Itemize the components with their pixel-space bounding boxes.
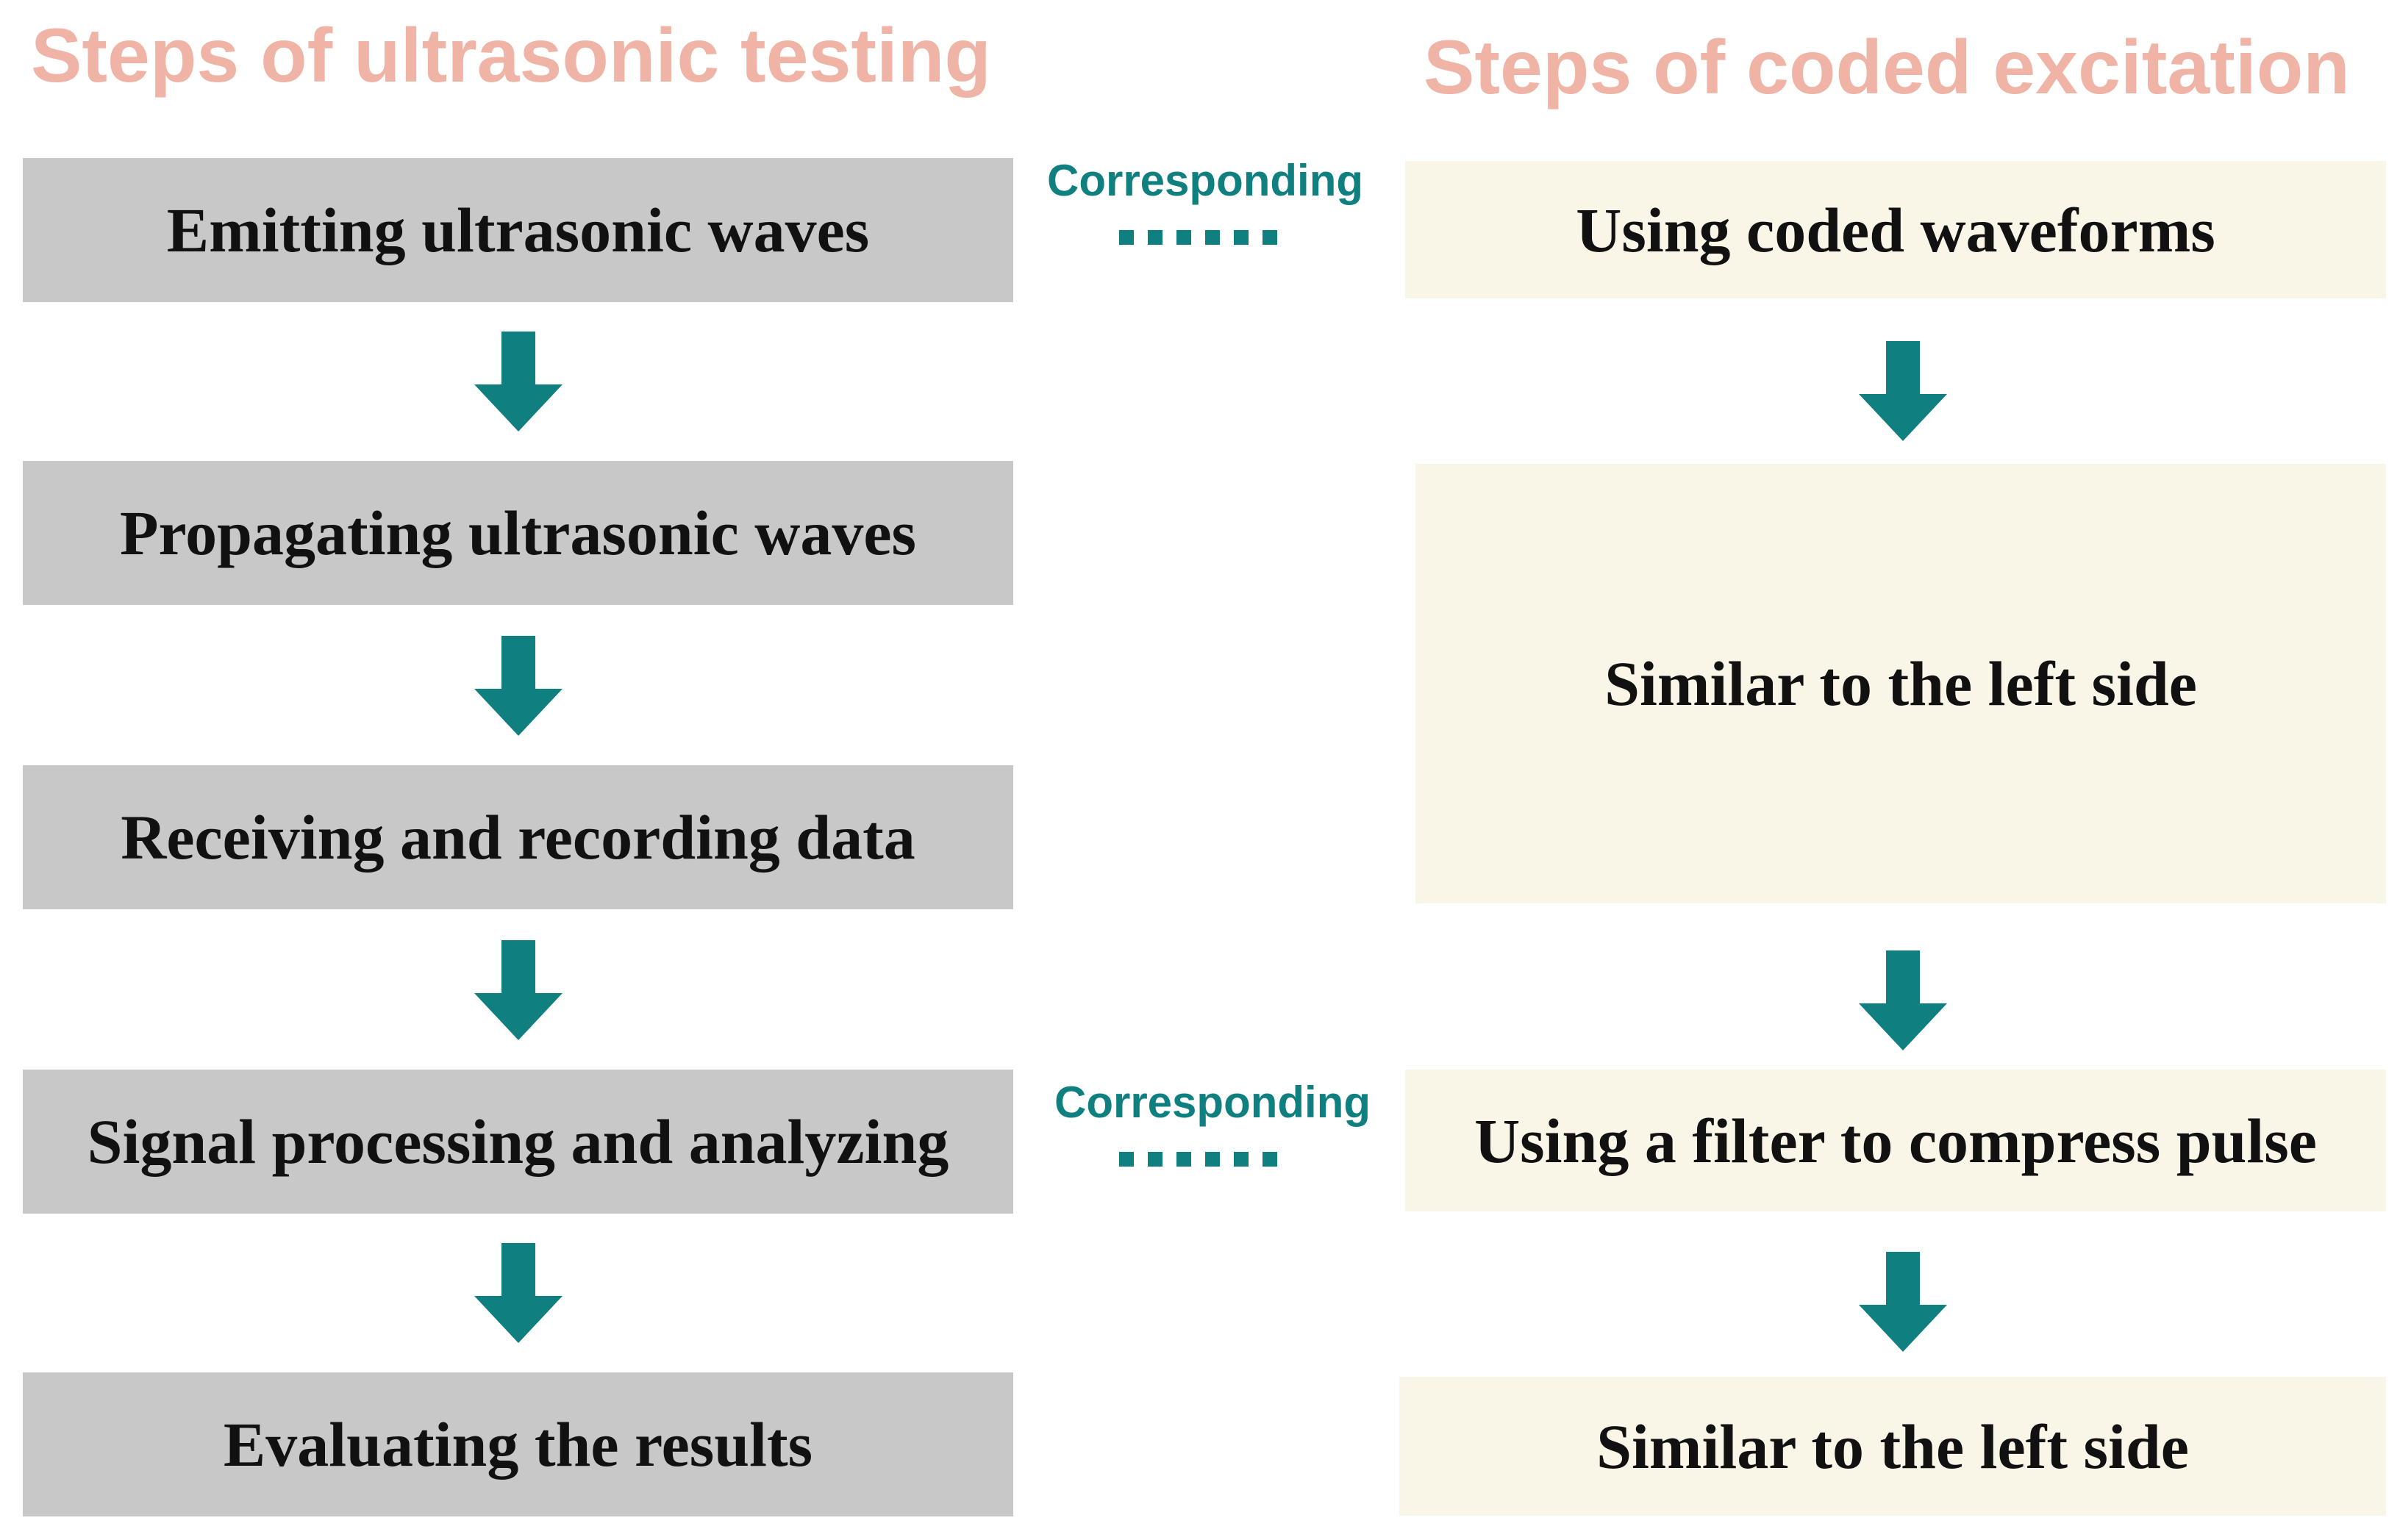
right-step-3: Using a filter to compress pulse xyxy=(1405,1070,2386,1211)
correspondence-label: Corresponding xyxy=(1047,156,1363,205)
left-step-1: Emitting ultrasonic waves xyxy=(23,158,1013,302)
right-step-4: Similar to the left side xyxy=(1399,1377,2386,1516)
left-column-title: Steps of ultrasonic testing xyxy=(31,13,991,99)
dotted-connector xyxy=(1119,1152,1277,1167)
left-step-2: Propagating ultrasonic waves xyxy=(23,461,1013,605)
correspondence-label: Corresponding xyxy=(1054,1078,1371,1127)
right-step-1: Using coded waveforms xyxy=(1405,161,2386,298)
down-arrow-icon xyxy=(1859,950,1947,1050)
down-arrow-icon xyxy=(1859,341,1947,441)
right-step-2: Similar to the left side xyxy=(1415,464,2386,903)
down-arrow-icon xyxy=(474,940,562,1040)
down-arrow-icon xyxy=(474,636,562,736)
dotted-connector xyxy=(1119,230,1277,245)
down-arrow-icon xyxy=(474,1243,562,1343)
left-step-5: Evaluating the results xyxy=(23,1372,1013,1516)
left-step-4: Signal processing and analyzing xyxy=(23,1070,1013,1214)
left-step-3: Receiving and recording data xyxy=(23,765,1013,909)
right-column-title: Steps of coded excitation xyxy=(1424,25,2350,110)
down-arrow-icon xyxy=(1859,1252,1947,1352)
down-arrow-icon xyxy=(474,332,562,431)
